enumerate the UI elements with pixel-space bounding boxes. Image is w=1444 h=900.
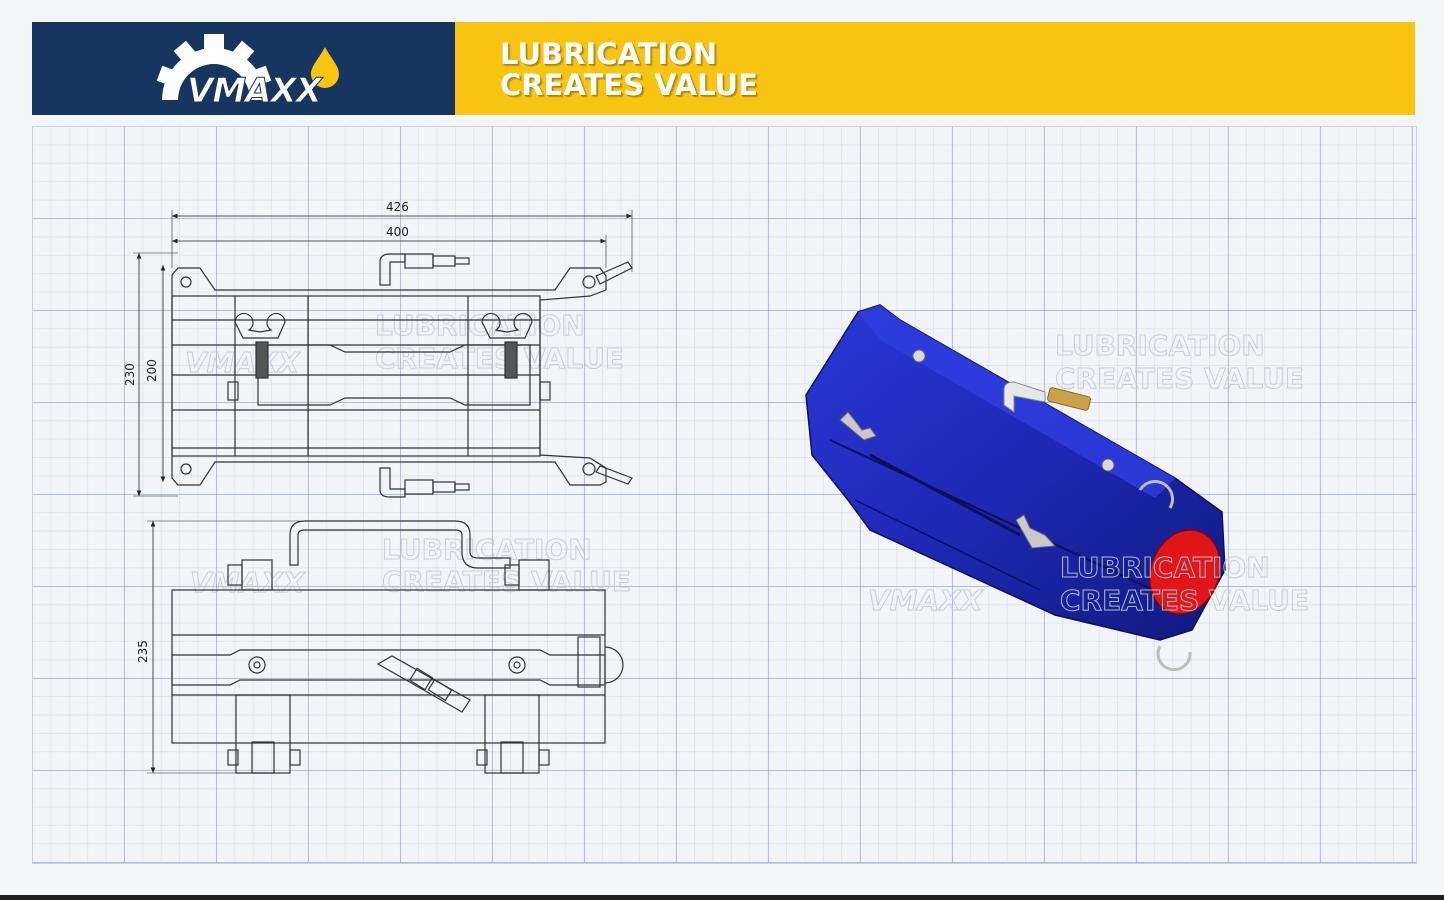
slogan-line-2: CREATES VALUE bbox=[500, 68, 758, 102]
dim-overall-width: 426 bbox=[386, 200, 409, 214]
svg-text:LUBRICATION: LUBRICATION bbox=[375, 309, 585, 342]
slogan-line-1: LUBRICATION bbox=[500, 37, 718, 71]
watermark-top-view: LUBRICATION CREATES VALUE VMAXX bbox=[185, 309, 625, 380]
svg-text:VMAXX: VMAXX bbox=[185, 346, 301, 379]
header-banner: VMAXX LUBRICATION CREATES VALUE bbox=[32, 22, 1415, 115]
vmaxx-logo: VMAXX bbox=[156, 34, 339, 112]
svg-text:CREATES VALUE: CREATES VALUE bbox=[1055, 362, 1304, 395]
dim-overall-height: 230 bbox=[123, 363, 137, 386]
svg-text:LUBRICATION: LUBRICATION bbox=[1060, 551, 1270, 584]
slogan: LUBRICATION CREATES VALUE bbox=[500, 39, 758, 101]
svg-text:LUBRICATION: LUBRICATION bbox=[382, 533, 592, 566]
dim-inner-width: 400 bbox=[386, 225, 409, 239]
svg-text:LUBRICATION: LUBRICATION bbox=[1055, 329, 1265, 362]
top-view-drawing bbox=[133, 210, 633, 498]
render-3d-view: LUBRICATION CREATES VALUE LUBRICATION CR… bbox=[805, 304, 1310, 672]
svg-text:CREATES VALUE: CREATES VALUE bbox=[382, 565, 631, 598]
bottom-border bbox=[0, 895, 1444, 900]
brand-name: VMAXX bbox=[187, 71, 324, 111]
dim-inner-height: 200 bbox=[145, 359, 159, 382]
gear-icon bbox=[156, 34, 272, 100]
watermark-side-view: LUBRICATION CREATES VALUE VMAXX bbox=[190, 533, 632, 600]
logo-panel: VMAXX bbox=[32, 22, 455, 115]
oil-drop-icon bbox=[311, 47, 339, 88]
svg-text:VMAXX: VMAXX bbox=[190, 566, 306, 599]
side-view-drawing bbox=[147, 520, 624, 774]
svg-text:VMAXX: VMAXX bbox=[868, 584, 984, 617]
svg-text:CREATES VALUE: CREATES VALUE bbox=[375, 342, 624, 375]
svg-text:CREATES VALUE: CREATES VALUE bbox=[1060, 584, 1309, 617]
dim-side-height: 235 bbox=[136, 640, 150, 663]
slogan-panel: LUBRICATION CREATES VALUE bbox=[455, 22, 1415, 115]
